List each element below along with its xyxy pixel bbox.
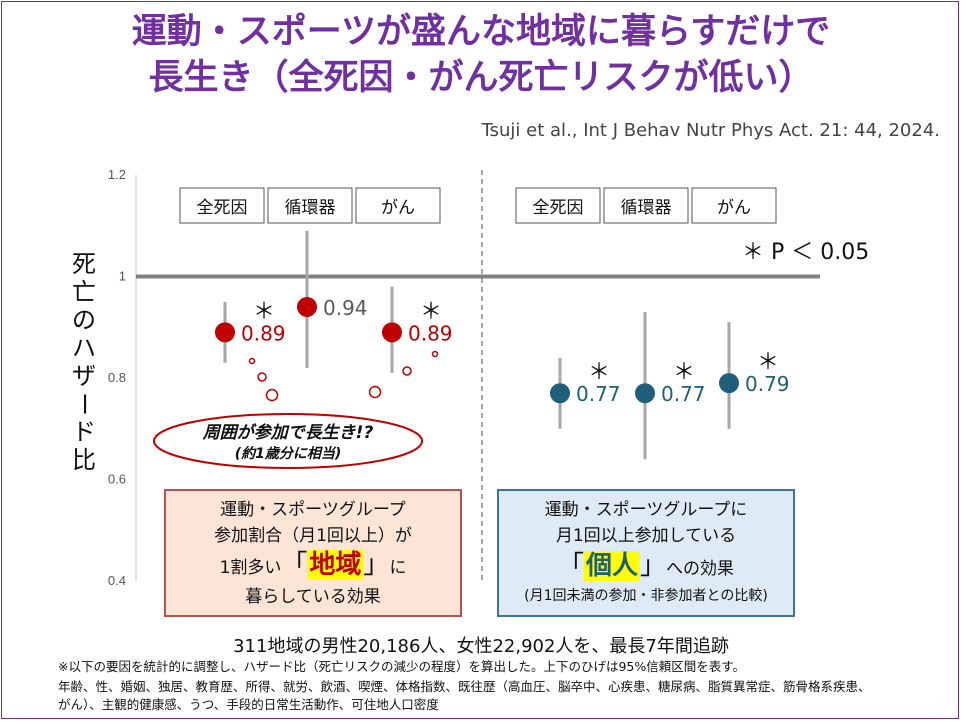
y-tick-label-0: 0.4 xyxy=(108,573,126,588)
left-box-line1: 運動・スポーツグループ xyxy=(220,500,406,520)
category-header-box-0-1 xyxy=(267,187,353,224)
point-0-0 xyxy=(215,322,235,343)
category-header-1-0: 全死因 xyxy=(533,198,584,218)
y-axis-label-char-3: ハ xyxy=(72,334,96,362)
footer-main: 311地域の男性20,186人、女性22,902人を、最長7年間追跡 xyxy=(233,636,729,657)
thought-bubble-dot-2 xyxy=(265,388,279,402)
significance-mark-1-0: ＊ xyxy=(588,360,610,385)
point-label-1-1: 0.77 xyxy=(661,382,706,406)
left-explanation-box: 運動・スポーツグループ 参加割合（月1回以上）が 1割多い「地域」に 暮らしてい… xyxy=(164,489,462,617)
y-tick-label-4: 1.2 xyxy=(108,167,126,182)
left-box-close-bracket: 」 xyxy=(363,550,390,580)
significance-mark-0-0: ＊ xyxy=(253,299,275,324)
title-line2: 長生き（全死因・がん死亡リスクが低い） xyxy=(148,58,814,98)
category-header-box-1-1 xyxy=(603,187,689,224)
y-axis-label-char-7: 比 xyxy=(72,446,96,474)
category-header-box-0-0 xyxy=(179,187,265,224)
y-axis-label-char-1: 亡 xyxy=(72,278,96,306)
right-box-close-bracket: 」 xyxy=(640,551,667,581)
thought-bubble xyxy=(153,413,423,469)
right-box-highlight: 個人 xyxy=(583,551,640,581)
significance-mark-1-2: ＊ xyxy=(757,350,779,375)
category-header-box-0-2 xyxy=(355,187,441,224)
right-box-line3-post: への効果 xyxy=(666,559,735,579)
left-box-line2: 参加割合（月1回以上）が xyxy=(214,526,412,546)
y-axis-label-char-2: の xyxy=(72,306,96,334)
thought-line2: (約1歳分に相当) xyxy=(235,445,342,462)
significance-mark-1-1: ＊ xyxy=(673,360,695,385)
right-box-line1: 運動・スポーツグループに xyxy=(544,500,748,520)
footer-note1: ※以下の要因を統計的に調整し、ハザード比（死亡リスクの減少の程度）を算出した。上… xyxy=(58,659,746,674)
category-header-0-1: 循環器 xyxy=(285,198,336,218)
point-0-2 xyxy=(382,322,402,343)
y-tick-label-2: 0.8 xyxy=(108,370,126,385)
category-header-box-1-2 xyxy=(691,187,777,224)
left-box-highlight: 地域 xyxy=(307,550,364,580)
significance-mark-0-2: ＊ xyxy=(420,299,442,324)
category-header-box-1-0 xyxy=(515,187,601,224)
point-1-2 xyxy=(719,373,739,394)
y-axis-label-char-6: ド xyxy=(72,418,96,446)
right-box-open-bracket: 「 xyxy=(557,551,584,581)
citation: Tsuji et al., Int J Behav Nutr Phys Act.… xyxy=(481,120,940,141)
left-box-line3-post: に xyxy=(389,558,407,578)
thought-bubble-dot-3 xyxy=(431,350,439,358)
footer-note3: がん）、主観的健康感、うつ、手段的日常生活動作、可住地人口密度 xyxy=(58,697,439,712)
point-label-1-0: 0.77 xyxy=(576,382,621,406)
point-1-1 xyxy=(635,383,655,404)
category-header-1-1: 循環器 xyxy=(621,198,672,218)
y-axis-label-char-5: ー xyxy=(70,392,98,416)
category-header-1-2: がん xyxy=(717,198,751,218)
point-1-0 xyxy=(550,383,570,404)
right-explanation-box: 運動・スポーツグループに 月1回以上参加している 「個人」への効果 (月1回未満… xyxy=(497,489,795,617)
left-box-line4: 暮らしている効果 xyxy=(245,587,381,607)
point-0-1 xyxy=(297,296,317,317)
left-box-open-bracket: 「 xyxy=(281,550,308,580)
p-value-label: ＊ P ＜ 0.05 xyxy=(742,240,869,265)
y-tick-label-3: 1 xyxy=(119,269,126,284)
title-line1: 運動・スポーツが盛んな地域に暮らすだけで xyxy=(131,12,831,52)
point-label-1-2: 0.79 xyxy=(745,372,790,396)
thought-bubble-dot-1 xyxy=(257,372,267,382)
y-axis-label-char-0: 死 xyxy=(72,250,96,278)
category-header-0-0: 全死因 xyxy=(197,198,248,218)
point-label-0-1: 0.94 xyxy=(323,296,368,320)
thought-bubble-dot-4 xyxy=(402,366,412,376)
right-box-line4: (月1回未満の参加・非参加者との比較) xyxy=(524,588,768,604)
y-tick-label-1: 0.6 xyxy=(108,472,126,487)
right-box-line2: 月1回以上参加している xyxy=(555,526,737,546)
thought-bubble-dot-5 xyxy=(368,385,382,399)
thought-bubble-dot-0 xyxy=(248,357,256,365)
category-header-0-2: がん xyxy=(381,198,415,218)
thought-line1: 周囲が参加で長生き!? xyxy=(202,423,374,443)
left-box-line3-pre: 1割多い xyxy=(219,558,282,578)
point-label-0-0: 0.89 xyxy=(241,321,286,345)
y-axis-label-char-4: ザ xyxy=(72,362,96,390)
footer-note2: 年齢、性、婚姻、独居、教育歴、所得、就労、飲酒、喫煙、体格指数、既往歴（高血圧、… xyxy=(58,679,871,694)
point-label-0-2: 0.89 xyxy=(408,321,453,345)
